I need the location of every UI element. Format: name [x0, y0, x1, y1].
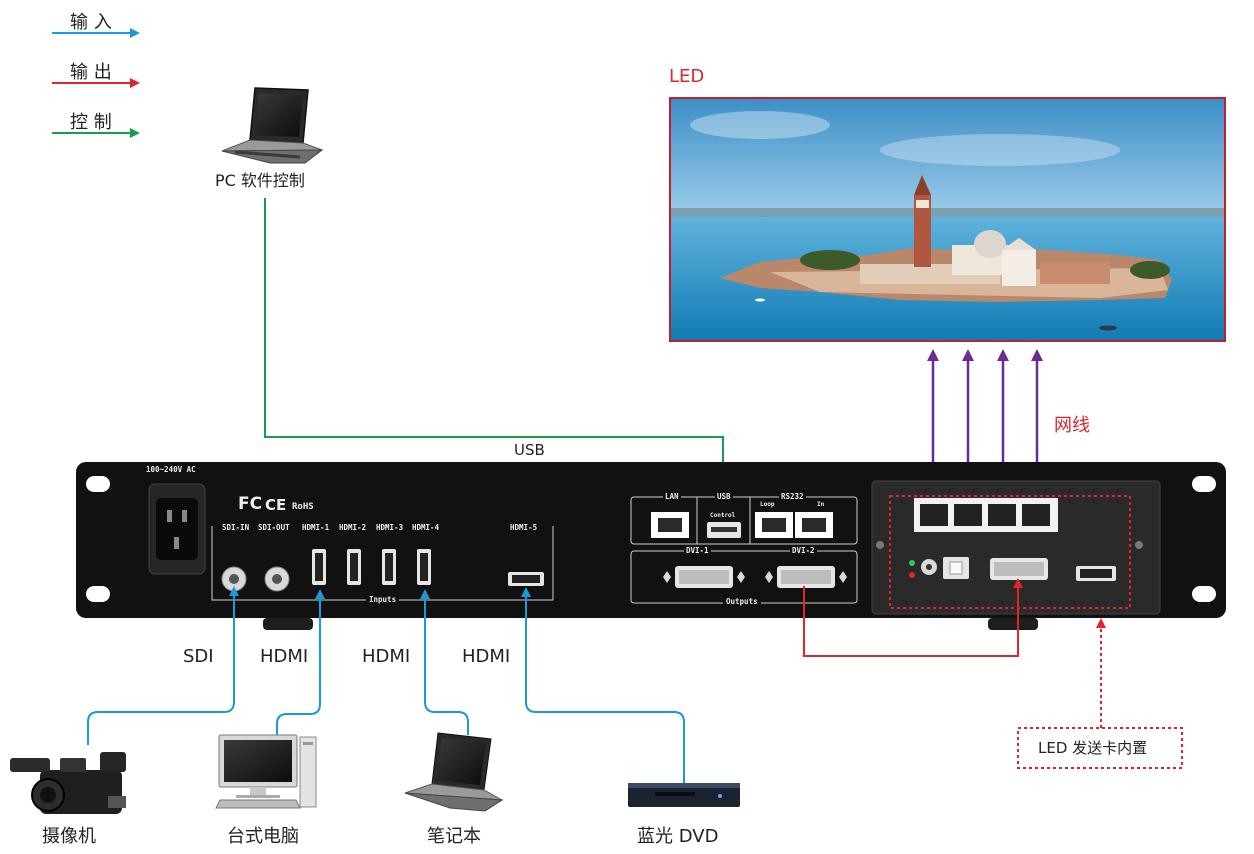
- led-title: LED: [669, 66, 705, 87]
- desktop-label: 台式电脑: [227, 826, 299, 847]
- port-rs232-in: In: [817, 501, 825, 508]
- usb-cable-label: USB: [514, 441, 545, 459]
- fc-logo: FC: [238, 494, 263, 514]
- port-hdmi-2: HDMI-2: [339, 523, 367, 532]
- legend-output-label: 输 出: [70, 62, 112, 83]
- legend-input-label: 输 入: [70, 12, 112, 33]
- port-hdmi-5: HDMI-5: [510, 523, 538, 532]
- laptop-icon: [404, 732, 504, 812]
- led-screen: [669, 97, 1226, 342]
- port-hdmi-1: HDMI-1: [302, 523, 330, 532]
- camera-icon: [10, 752, 126, 814]
- ce-logo: CE: [265, 496, 287, 514]
- signal-sdi-label: SDI: [183, 646, 214, 667]
- port-control: Control: [710, 512, 736, 519]
- inputs-group-label: Inputs: [366, 595, 400, 604]
- bluray-player-icon: [628, 783, 740, 807]
- port-lan: LAN: [663, 492, 681, 501]
- video-processor-device: [76, 462, 1226, 630]
- signal-hdmi-bluray-label: HDMI: [462, 646, 511, 667]
- bluray-label: 蓝光 DVD: [637, 826, 719, 847]
- signal-hdmi-laptop-label: HDMI: [362, 646, 411, 667]
- rohs-logo: RoHS: [292, 502, 314, 512]
- usb-control-cable: [264, 198, 728, 492]
- port-dvi-1: DVI-1: [684, 546, 711, 555]
- port-usb: USB: [715, 492, 733, 501]
- pc-laptop-icon: [221, 87, 324, 164]
- power-rating: 100~240V AC: [146, 465, 196, 474]
- legend-control-label: 控 制: [70, 112, 112, 133]
- port-dvi-2: DVI-2: [790, 546, 817, 555]
- port-sdi-out: SDI-OUT: [258, 523, 290, 532]
- pc-label: PC 软件控制: [215, 171, 305, 190]
- sender-card-label: LED 发送卡内置: [1038, 739, 1148, 757]
- laptop-label: 笔记本: [427, 826, 481, 847]
- network-cable-label: 网线: [1054, 415, 1090, 436]
- signal-hdmi-desktop-label: HDMI: [260, 646, 309, 667]
- port-sdi-in: SDI-IN: [222, 523, 250, 532]
- sender-card-pointer: [1017, 618, 1183, 769]
- desktop-computer-icon: [215, 734, 317, 809]
- port-hdmi-4: HDMI-4: [412, 523, 440, 532]
- outputs-group-label: Outputs: [723, 597, 761, 606]
- input-cables: [87, 586, 685, 783]
- port-hdmi-3: HDMI-3: [376, 523, 404, 532]
- dvi-output-cable: [803, 578, 1023, 657]
- port-rs232-loop: Loop: [760, 501, 775, 508]
- camera-label: 摄像机: [42, 826, 96, 847]
- port-rs232: RS232: [779, 492, 806, 501]
